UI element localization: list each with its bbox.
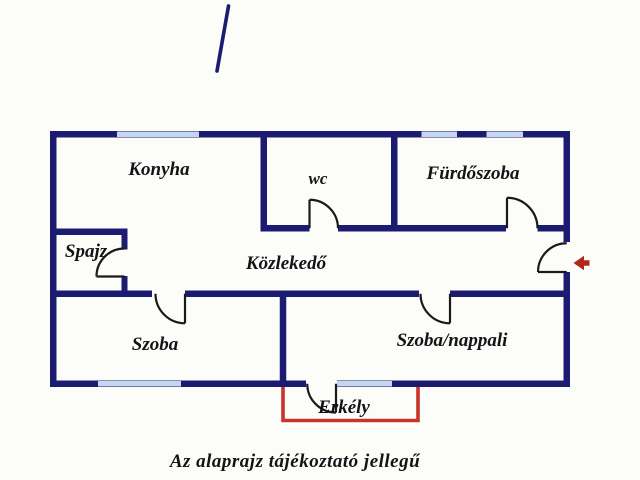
room-label-kozlekedo: Közlekedő (245, 253, 327, 274)
caption-note: Az alaprajz tájékoztató jellegű (169, 451, 421, 472)
left-arrow-icon (573, 255, 590, 271)
diagonal-needle-icon (215, 4, 231, 73)
room-label-furdoszoba: Fürdőszoba (426, 163, 520, 184)
room-label-spajz: Spajz (64, 241, 108, 262)
room-label-konyha: Konyha (128, 159, 190, 180)
room-label-szoba: Szoba (131, 334, 179, 355)
interior-walls (50, 131, 570, 387)
room-label-erkely: Erkély (318, 397, 370, 418)
window-segments (98, 131, 523, 387)
door-swings (95, 196, 567, 414)
room-label-wc: wc (308, 169, 328, 188)
balcony-outline (281, 387, 420, 423)
room-label-szoba-nappali: Szoba/nappali (396, 330, 508, 351)
